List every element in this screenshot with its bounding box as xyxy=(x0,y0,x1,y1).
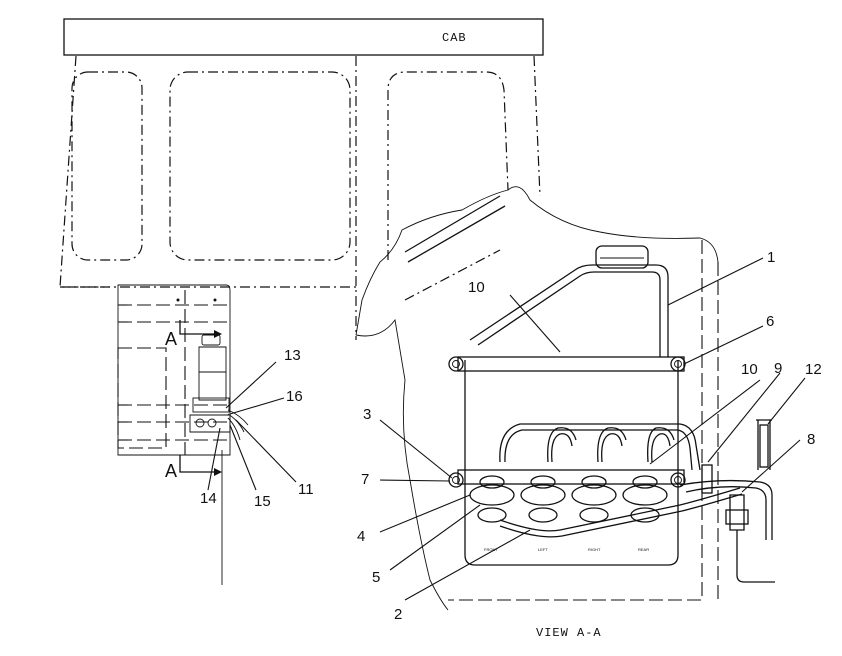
callout-10-lower: 10 xyxy=(741,361,758,378)
bottle-label-front: FRONT xyxy=(484,547,498,552)
main-leaders xyxy=(379,257,806,601)
bottle-label-right: RIGHT xyxy=(588,547,601,552)
callout-8: 8 xyxy=(807,431,815,448)
callout-4: 4 xyxy=(357,528,365,545)
section-label-top: A xyxy=(165,329,177,349)
callout-7: 7 xyxy=(361,471,369,488)
cab-outline: CAB xyxy=(59,18,544,340)
callout-1: 1 xyxy=(767,249,775,266)
bottle-label-left: LEFT xyxy=(538,547,548,552)
callout-11: 11 xyxy=(298,481,314,498)
callout-6: 6 xyxy=(766,313,774,330)
view-title: VIEW A-A xyxy=(536,626,602,640)
callout-14: 14 xyxy=(200,490,217,507)
cab-label: CAB xyxy=(442,31,467,45)
callout-12: 12 xyxy=(805,361,822,378)
bottle-label-rear: REAR xyxy=(638,547,649,552)
small-view: A A xyxy=(117,284,249,585)
callout-9: 9 xyxy=(774,360,782,377)
cutaway-boundary xyxy=(355,186,719,336)
view-a-a: FRONT LEFT RIGHT REAR xyxy=(448,240,775,601)
section-label-bottom: A xyxy=(165,461,177,481)
callout-5: 5 xyxy=(372,569,380,586)
callout-10-upper: 10 xyxy=(468,279,485,296)
pump-group xyxy=(469,475,668,523)
callout-3: 3 xyxy=(363,406,371,423)
callout-2: 2 xyxy=(394,606,402,623)
callout-labels: 1 2 3 4 5 6 7 8 9 10 10 11 12 13 14 15 1… xyxy=(200,249,822,623)
bolt-head xyxy=(448,356,686,488)
callout-15: 15 xyxy=(254,493,271,510)
small-view-leaders xyxy=(207,361,297,491)
callout-13: 13 xyxy=(284,347,301,364)
callout-16: 16 xyxy=(286,388,303,405)
